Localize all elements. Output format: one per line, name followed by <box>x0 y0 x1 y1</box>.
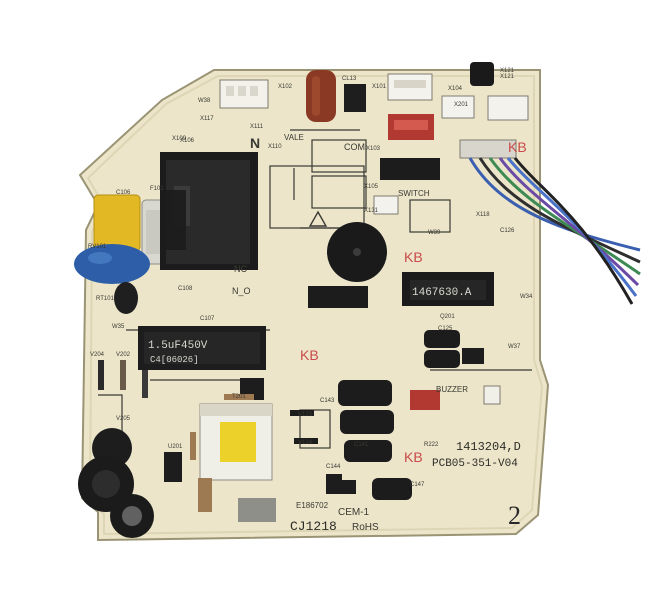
terminal-n: N <box>250 135 260 151</box>
small-parts <box>164 348 501 522</box>
capacitor-sublabel: C4[06026] <box>150 355 199 365</box>
ref-15: RT101 <box>96 296 115 302</box>
ref-6: X117 <box>200 116 214 122</box>
blue-varistor <box>74 244 150 284</box>
ref-28: V202 <box>116 352 131 358</box>
transformer <box>199 403 273 481</box>
ref-29: V205 <box>116 416 131 422</box>
ref-38: V123 <box>298 412 313 418</box>
ref-18: C108 <box>178 286 193 292</box>
electrolytic-capacitors <box>78 330 460 538</box>
ref-19: C125 <box>438 326 453 332</box>
brown-capacitor <box>306 70 336 122</box>
model-number: 1413204,D <box>456 440 521 454</box>
ref-17: C107 <box>200 316 215 322</box>
ref-11: X109 <box>172 136 187 142</box>
ref-5: X111 <box>250 124 264 130</box>
handwritten-mark: 2 <box>508 501 521 530</box>
wire-bundle-icon <box>459 139 641 305</box>
ref-16: C106 <box>116 190 131 196</box>
switch-label: SWITCH <box>398 189 430 198</box>
terminal-nc: NC <box>234 264 247 274</box>
rohs-label: RoHS <box>352 522 379 533</box>
cqc-code: E186702 <box>296 501 329 510</box>
ref-32: W39 <box>428 230 441 236</box>
ref-27: V204 <box>90 352 105 358</box>
ref-30: W35 <box>112 324 125 330</box>
ref-1: X101 <box>372 84 387 90</box>
ref-8: X104 <box>448 86 463 92</box>
bottom-code: CJ1218 <box>290 519 337 534</box>
ref-40: X201 <box>454 102 469 108</box>
ref-3: X103 <box>366 146 381 152</box>
film-capacitor <box>138 326 266 370</box>
ref-41: X121 <box>500 68 515 74</box>
pcb-inner-shade <box>86 75 544 536</box>
ic-x105 <box>380 158 440 180</box>
ref-4: X110 <box>268 144 282 150</box>
ref-26: U201 <box>168 444 183 450</box>
pcb-code: PCB05-351-V04 <box>432 458 518 470</box>
small-relay <box>160 190 186 250</box>
connector-top-3 <box>487 95 529 121</box>
ref-21: C141 <box>354 442 369 448</box>
ref-0: X102 <box>278 84 293 90</box>
switch-connector <box>373 195 399 215</box>
ic-top <box>344 84 366 112</box>
ref-10: X106 <box>180 138 195 144</box>
kb-mark-1: KB <box>508 139 527 155</box>
terminal-no: N_O <box>232 286 251 296</box>
ref-34: X121 <box>500 74 515 80</box>
thermistor <box>114 282 138 314</box>
connector-top-2 <box>441 95 475 119</box>
ref-20: C126 <box>500 228 515 234</box>
ic-row-center <box>308 286 368 308</box>
connector-top-1 <box>387 73 433 101</box>
kb-mark-3: KB <box>300 347 319 363</box>
ref-23: C144 <box>326 464 341 470</box>
ir-receiver <box>470 62 494 86</box>
capacitor-label: 1.5uF450V <box>148 340 208 352</box>
ref-31: W34 <box>520 294 533 300</box>
chip-label: 1467630.A <box>412 287 472 299</box>
terminal-valve: VALE <box>284 133 304 142</box>
yellow-x-capacitor <box>93 194 141 252</box>
kb-mark-4: KB <box>404 449 423 465</box>
ref-7: CL13 <box>342 76 357 82</box>
main-chip <box>402 272 494 306</box>
buzzer-label: BUZZER <box>436 385 468 394</box>
ref-35: X131 <box>364 208 379 214</box>
connector-x102 <box>219 79 269 109</box>
kb-mark-2: KB <box>404 249 423 265</box>
ref-13: F101 <box>150 186 164 192</box>
ref-39: V124 <box>298 440 313 446</box>
ref-25: T201 <box>232 394 246 400</box>
varistor-shine <box>88 252 112 264</box>
warning-triangle-icon <box>308 210 328 227</box>
ref-37: R222 <box>424 442 439 448</box>
ref-2: W38 <box>198 98 211 104</box>
glass-fuse <box>141 199 165 265</box>
red-connector <box>388 114 434 140</box>
axial-components <box>98 360 254 460</box>
ref-14: RV101 <box>88 244 107 250</box>
reference-designators: X102 X101 W38 X103 X110 X111 X117 CL13 X… <box>88 68 533 488</box>
ref-12: X118 <box>476 212 490 218</box>
red-small-connector <box>410 390 440 410</box>
ref-33: W37 <box>508 344 521 350</box>
ref-9: X105 <box>364 184 379 190</box>
ref-24: C147 <box>410 482 425 488</box>
ref-36: Q201 <box>440 314 455 320</box>
buzzer-hole <box>353 248 361 256</box>
ref-22: C143 <box>320 398 335 404</box>
cem-label: CEM-1 <box>338 507 370 518</box>
terminal-com: COM <box>344 142 365 152</box>
